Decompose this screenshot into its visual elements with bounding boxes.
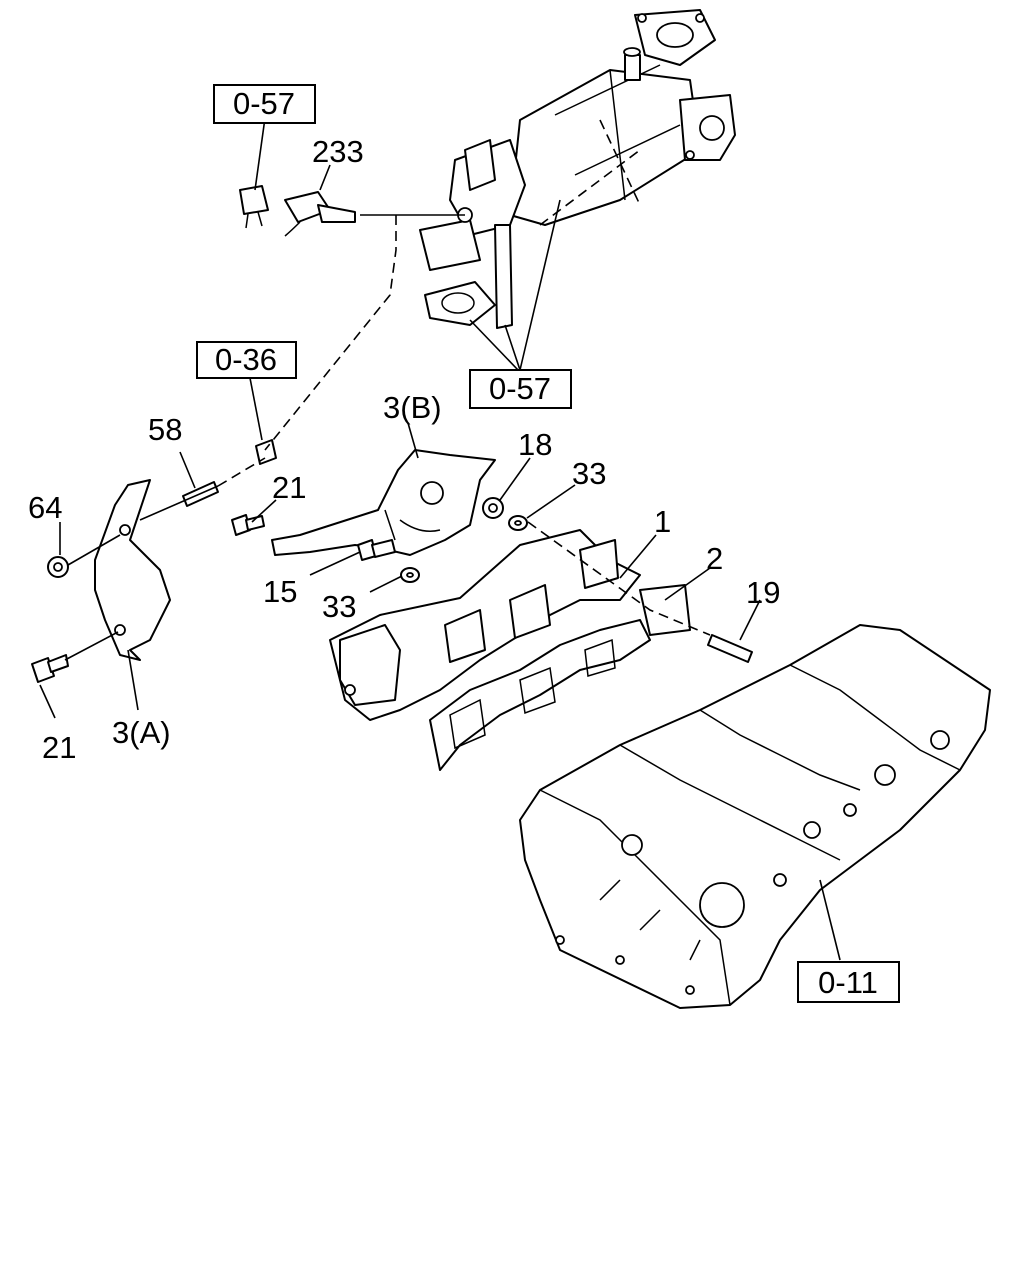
label-part-19: 19 [746,575,780,610]
ref-057-top-text: 0-57 [233,86,295,121]
label-part-2: 2 [706,541,723,576]
spacer-collar [255,439,277,465]
label-part-21-upper: 21 [272,470,306,505]
label-part-18: 18 [518,427,552,462]
ref-011-text: 0-11 [818,965,878,1000]
ref-box-057-top: 0-57 [213,84,316,124]
label-part-58: 58 [148,412,182,447]
heat-shield-3b [271,449,496,556]
label-part-3b: 3(B) [383,390,442,425]
leader-lines [39,117,841,961]
nut-64 [47,556,69,578]
label-part-15: 15 [263,574,297,609]
label-part-21-lower: 21 [42,730,76,765]
egr-cooler-assembly [419,9,736,329]
bolt-21-upper [231,514,265,536]
label-part-3a: 3(A) [112,715,171,750]
heat-shield-3a [94,479,171,661]
label-part-33-upper: 33 [572,456,606,491]
label-part-64: 64 [28,490,62,525]
label-part-33-lower: 33 [322,589,356,624]
ref-057-mid-text: 0-57 [489,371,551,406]
cylinder-head [519,624,991,1009]
ref-box-011: 0-11 [797,961,900,1003]
bolt-21-lower [31,654,69,683]
ref-036-text: 0-36 [215,342,277,377]
manifold-gasket [429,584,691,771]
ref-box-036: 0-36 [196,341,297,379]
washer-33-lower [400,567,420,583]
egr-temperature-sensor [239,185,356,237]
ref-box-057-mid: 0-57 [469,369,572,409]
bolt-15 [357,539,396,561]
exhaust-manifold [329,529,641,721]
nut-18 [482,497,504,519]
label-part-233: 233 [312,134,364,169]
label-part-1: 1 [654,504,671,539]
washer-33-upper [508,515,528,531]
stud-19 [707,634,753,663]
